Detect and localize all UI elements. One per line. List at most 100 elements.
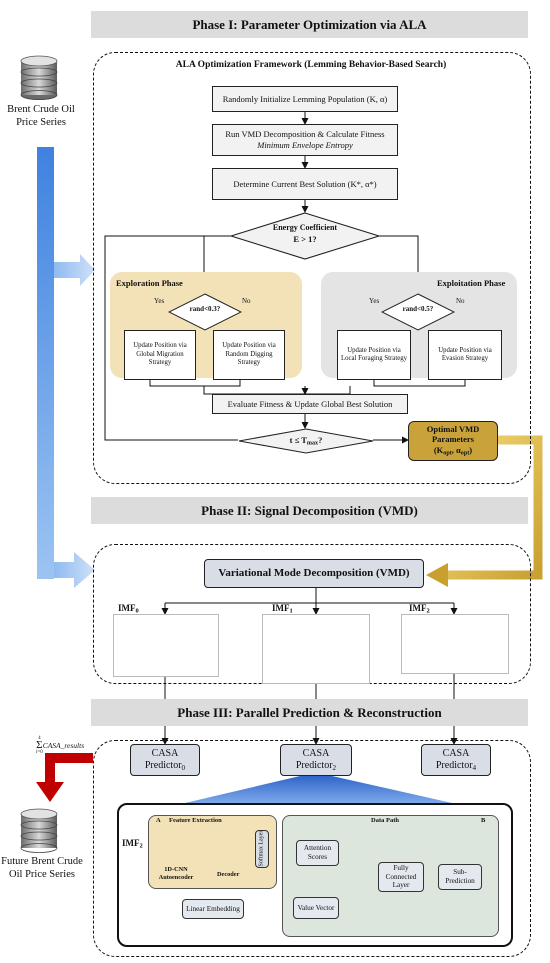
opt-k-sub: opt	[443, 450, 452, 457]
rand05-label: rand<0.5?	[402, 305, 434, 313]
energy-label: Energy Coefficient	[272, 223, 338, 232]
energy-condition: E > 1?	[293, 234, 317, 244]
evaluate-fitness-step: Evaluate Fitness & Update Global Best So…	[212, 394, 408, 414]
sub-prediction-box: Sub-Prediction	[438, 864, 482, 890]
phase1-band: Phase I: Parameter Optimization via ALA	[91, 11, 528, 38]
casa4-pred-text: Predictor	[435, 759, 473, 771]
reconstruction-sum: 4 Σ i=0 CASA_results	[36, 736, 85, 755]
random-digging-box: Update Position via Random Digging Strat…	[213, 330, 285, 380]
casa0-pred-text: Predictor	[144, 759, 182, 771]
energy-decision-diamond	[230, 212, 380, 260]
casa-predictor-0: CASA Predictor0	[130, 744, 200, 776]
value-vector-box: Value Vector	[293, 897, 339, 919]
casa2-idx: 2	[332, 763, 337, 772]
casa-predictor-4: CASA Predictor4	[421, 744, 491, 776]
imf0-text: IMF	[118, 603, 136, 613]
casa0-idx: 0	[181, 763, 186, 772]
optimal-vmd-params-box: Optimal VMD Parameters (Kopt, αopt)	[408, 421, 498, 461]
source-database-icon	[19, 55, 59, 100]
tag-b: B	[481, 817, 486, 824]
local-foraging-box: Update Position via Local Foraging Strat…	[337, 330, 411, 380]
opt-end: )	[469, 445, 473, 456]
source-series-label: Brent Crude Oil Price Series	[7, 104, 75, 128]
imf1-label: IMF1	[272, 603, 293, 615]
detail-expand-triangle	[185, 776, 452, 803]
imf0-idx: 0	[135, 607, 139, 615]
attention-scores-box: Attention Scores	[296, 840, 339, 866]
cnn-text: 1D-CNN	[164, 866, 188, 873]
best-solution-step: Determine Current Best Solution (K*, α*)	[212, 168, 398, 200]
casa2-pred: Predictor2	[281, 760, 351, 772]
phase3-band: Phase III: Parallel Prediction & Reconst…	[91, 699, 528, 726]
ala-title: ALA Optimization Framework (Lemming Beha…	[175, 60, 447, 70]
decoder-label: Decoder	[217, 871, 240, 878]
vmd-box: Variational Mode Decomposition (VMD)	[204, 559, 424, 588]
sum-lower: i=0	[36, 749, 43, 755]
casa-predictor-2: CASA Predictor2	[280, 744, 352, 776]
optimal-vmd-values: (Kopt, αopt)	[434, 445, 472, 458]
imf1-text: IMF	[272, 603, 290, 613]
softmax-label: Softmax Layer	[258, 831, 265, 867]
opt-a: , α	[451, 445, 461, 456]
global-migration-box: Update Position via Global Migration Str…	[124, 330, 196, 380]
vmd-fitness-sublabel: Minimum Envelope Entropy	[257, 140, 353, 150]
casa0-name: CASA	[151, 748, 179, 760]
iteration-cond-q: ?	[318, 435, 323, 445]
iteration-cond-sub: max	[306, 440, 319, 447]
vmd-fitness-step: Run VMD Decomposition & Calculate Fitnes…	[212, 124, 398, 156]
iteration-diamond	[238, 428, 374, 454]
casa4-pred: Predictor4	[422, 760, 490, 772]
imf1-idx: 1	[289, 607, 293, 615]
imf-in-text: IMF	[122, 838, 140, 848]
opt-k: (K	[433, 445, 444, 456]
autoenc-text: Autoencoder	[158, 873, 194, 881]
casa4-idx: 4	[472, 763, 477, 772]
sum-sign: Σ	[36, 739, 43, 752]
sum-upper: 4	[38, 736, 41, 741]
prediction-region	[93, 740, 531, 957]
linear-embedding-box: Linear Embedding	[182, 899, 244, 919]
cnn-autoencoder-label: 1D-CNN Autoencoder	[156, 866, 196, 881]
imf2-text: IMF	[409, 603, 427, 613]
reconstruction-arrow	[36, 753, 93, 802]
optimal-vmd-label: Optimal VMD Parameters	[426, 423, 480, 445]
imf0-plot-frame	[113, 614, 219, 677]
phase2-band: Phase II: Signal Decomposition (VMD)	[91, 497, 528, 524]
imf2-plot-frame	[401, 614, 509, 674]
sum-term: CASA_results	[42, 741, 85, 751]
casa2-name: CASA	[302, 748, 330, 760]
casa2-pred-text: Predictor	[295, 759, 333, 771]
evasion-box: Update Position via Evasion Strategy	[428, 330, 502, 380]
imf2-label: IMF2	[409, 603, 430, 615]
imf-in-sub: 2	[139, 842, 143, 850]
init-population-step: Randomly Initialize Lemming Population (…	[212, 86, 398, 112]
exploration-title: Exploration Phase	[116, 278, 183, 288]
tag-a: A	[156, 817, 161, 824]
imf1-plot-frame	[262, 614, 370, 684]
feature-extraction-title: Feature Extraction	[169, 817, 222, 824]
input-flow-arrow	[37, 147, 95, 588]
softmax-layer-box: Softmax Layer	[255, 830, 269, 868]
exploitation-title: Exploitation Phase	[437, 278, 506, 288]
imf0-label: IMF0	[118, 603, 139, 615]
ala-region	[93, 52, 531, 484]
rand05-diamond	[381, 293, 455, 331]
imf2-idx: 2	[426, 607, 430, 615]
output-database-icon	[19, 808, 59, 853]
rand05-no: No	[456, 297, 465, 305]
data-path-title: Data Path	[371, 817, 399, 824]
output-series-label: Future Brent Crude Oil Price Series	[1, 856, 83, 880]
optimal-flow-arrow	[426, 435, 543, 587]
rand03-yes: Yes	[154, 297, 165, 305]
casa4-name: CASA	[442, 748, 470, 760]
rand03-no: No	[242, 297, 251, 305]
casa0-pred: Predictor0	[131, 760, 199, 772]
fc-layer-box: Fully Connected Layer	[378, 862, 424, 892]
vmd-fitness-label: Run VMD Decomposition & Calculate Fitnes…	[225, 129, 385, 140]
imf2-input-label: IMF2	[122, 838, 143, 850]
rand03-label: rand<0.3?	[189, 305, 221, 313]
opt-a-sub: opt	[460, 450, 470, 457]
iteration-cond-text: t ≤ T	[289, 435, 307, 445]
iteration-condition: t ≤ Tmax?	[270, 435, 342, 447]
rand03-diamond	[168, 293, 242, 331]
